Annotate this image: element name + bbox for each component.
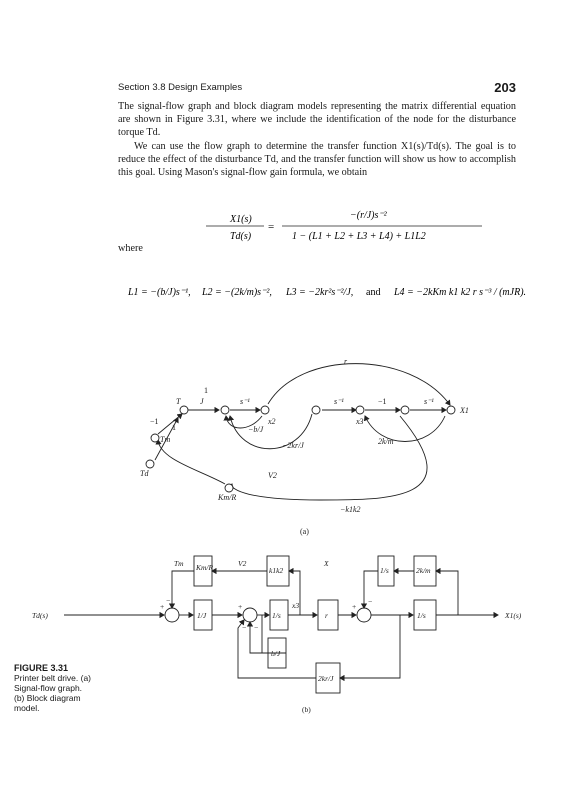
lhs-denominator: Td(s) [230,231,252,242]
label-r-top: r [344,357,348,366]
figure-number: FIGURE 3.31 [14,663,69,673]
b-label-one-over-s-right: 1/s [380,566,389,575]
b-sign-plus3: + [352,602,356,611]
label-one-top: 1 [204,386,208,395]
b-label-b-over-J: b/J [271,649,281,658]
loop-gain-equations: L1 = −(b/J)s⁻¹, L2 = −(2k/m)s⁻², L3 = −2… [127,287,526,298]
b-label-X1-out: X1(s) [504,611,522,620]
eq-L3: L3 = −2kr²s⁻²/J, [285,287,353,298]
label-2k-over-m: 2k/m [378,437,394,446]
label-Td: Td [140,469,149,478]
paragraph-2: We can use the flow graph to determine t… [118,141,516,178]
b-label-k1k2: k1k2 [269,566,283,575]
where-label: where [118,243,143,254]
label-sinv-2: s⁻¹ [334,397,344,406]
page-number: 203 [494,80,516,95]
label-sinv-3: s⁻¹ [424,397,434,406]
eq-and: and [366,287,380,298]
b-sign-minus4: − [368,597,372,606]
label-b-over-J: −b/J [248,425,264,434]
b-label-2k-over-m: 2k/m [416,566,431,575]
b-label-Td-in: Td(s) [32,611,48,620]
b-sign-minus2: − [254,623,258,632]
eq-L4: L4 = −2kKm k1 k2 r s⁻³ / (mJR). [393,287,526,298]
b-label-2kr-over-J: 2kr/J [318,674,334,683]
b-label-one-over-s-out: 1/s [417,611,426,620]
rhs-denominator: 1 − (L1 + L2 + L3 + L4) + L1L2 [292,231,426,242]
running-head: Section 3.8 Design Examples 203 [118,80,516,96]
label-J-top: J [200,397,204,406]
caption-b: (b) [302,705,311,714]
b-label-r: r [325,611,328,620]
b-label-one-over-J: 1/J [197,611,207,620]
b-sign-minus1: − [166,596,170,605]
paragraph-1: The signal-flow graph and block diagram … [118,101,516,138]
rhs-numerator: −(r/J)s⁻² [350,210,388,221]
label-2kr-over-J: −2kr/J [282,441,304,450]
label-one-mid: −1 [378,397,387,406]
b-sign-plus1: + [160,602,164,611]
b-sign-minus3: − [242,623,246,632]
label-x2: x2 [267,417,276,426]
label-k1k2: −k1k2 [340,505,361,514]
label-minus-one: −1 [150,417,159,426]
label-one-left: 1 [172,423,176,432]
label-Km-over-R: Km/R [217,493,236,502]
b-label-x3: x3 [291,601,299,610]
figure-caption: FIGURE 3.31 Printer belt drive. (a) Sign… [14,663,94,713]
label-T: T [176,397,181,406]
svg-text:=: = [268,221,274,233]
figure-caption-body: Printer belt drive. (a) Signal-flow grap… [14,673,91,713]
b-label-V2: V2 [238,559,247,568]
eq-L1: L1 = −(b/J)s⁻¹, [127,287,191,298]
b-label-Km-over-R: Km/R [195,563,214,572]
b-sign-plus2: + [238,602,242,611]
label-x3: x3 [355,417,364,426]
label-X1: X1 [459,406,469,415]
b-label-Tm: Tm [174,559,184,568]
b-label-X: X [323,559,329,568]
caption-a: (a) [300,527,309,536]
section-title: Section 3.8 Design Examples [118,82,243,93]
transfer-function-equation: X1(s) Td(s) = −(r/J)s⁻² 1 − (L1 + L2 + L… [206,210,482,242]
label-Tm: Tm [160,435,170,444]
lhs-numerator: X1(s) [229,214,252,225]
label-V2: V2 [268,471,277,480]
b-label-one-over-s-mid: 1/s [272,611,281,620]
eq-L2: L2 = −(2k/m)s⁻², [201,287,272,298]
label-sinv-1: s⁻¹ [240,397,250,406]
